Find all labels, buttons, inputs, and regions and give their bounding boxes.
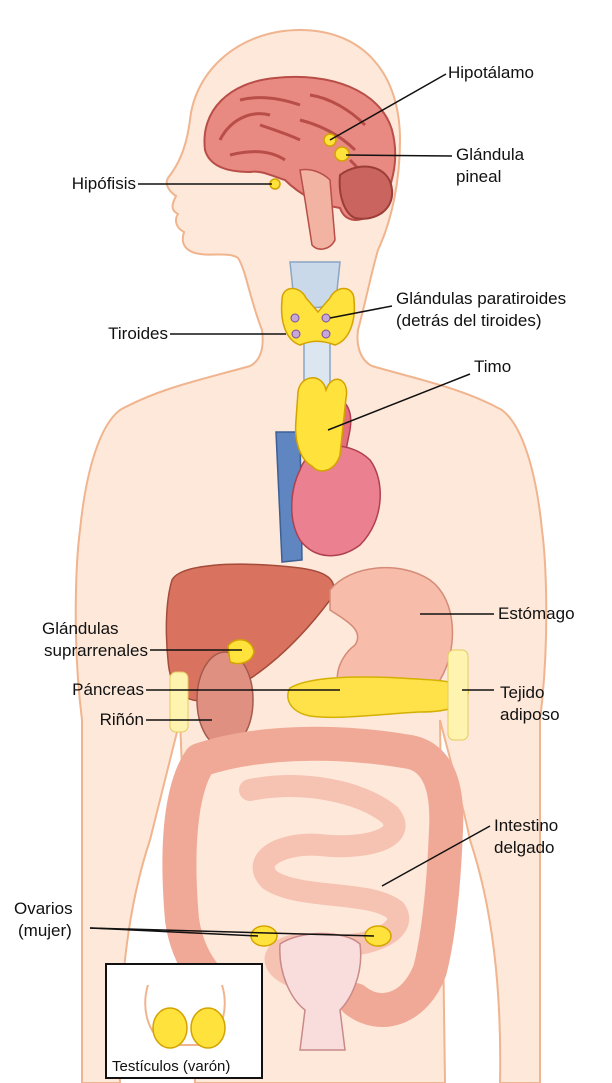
label-glandula-pineal-line1: Glándula bbox=[456, 144, 524, 166]
cerebellum bbox=[340, 167, 392, 219]
label-testiculos: Testículos (varón) bbox=[112, 1058, 230, 1075]
label-pancreas: Páncreas bbox=[40, 679, 144, 701]
label-rinon: Riñón bbox=[60, 709, 144, 731]
label-suprarrenales-line2: suprarrenales bbox=[4, 640, 148, 662]
label-tiroides: Tiroides bbox=[88, 323, 168, 345]
label-suprarrenales-line1: Glándulas bbox=[42, 618, 119, 640]
testis-left bbox=[153, 1008, 187, 1048]
label-ovarios-line2: (mujer) bbox=[18, 920, 72, 942]
pancreas bbox=[288, 677, 468, 717]
adipose-tissue-right bbox=[448, 650, 468, 740]
parathyroid-gland bbox=[292, 330, 300, 338]
parathyroid-gland bbox=[322, 330, 330, 338]
adipose-tissue-left bbox=[170, 672, 188, 732]
label-intestino-line1: Intestino bbox=[494, 815, 558, 837]
label-intestino-line2: delgado bbox=[494, 837, 555, 859]
label-tejido-line1: Tejido bbox=[500, 682, 544, 704]
label-glandula-pineal-line2: pineal bbox=[456, 166, 501, 188]
parathyroid-gland bbox=[291, 314, 299, 322]
leader-pineal bbox=[346, 155, 452, 156]
label-timo: Timo bbox=[474, 356, 511, 378]
testis-right bbox=[191, 1008, 225, 1048]
label-tejido-line2: adiposo bbox=[500, 704, 560, 726]
label-ovarios-line1: Ovarios bbox=[14, 898, 73, 920]
label-paratiroides-line2: (detrás del tiroides) bbox=[396, 310, 542, 332]
parathyroid-gland bbox=[322, 314, 330, 322]
thymus-gland bbox=[296, 378, 347, 471]
label-hipofisis: Hipófisis bbox=[48, 173, 136, 195]
label-estomago: Estómago bbox=[498, 603, 575, 625]
label-hipotalamo: Hipotálamo bbox=[448, 62, 534, 84]
pineal-gland bbox=[335, 147, 349, 161]
label-paratiroides-line1: Glándulas paratiroides bbox=[396, 288, 566, 310]
adrenal-gland bbox=[228, 640, 254, 664]
